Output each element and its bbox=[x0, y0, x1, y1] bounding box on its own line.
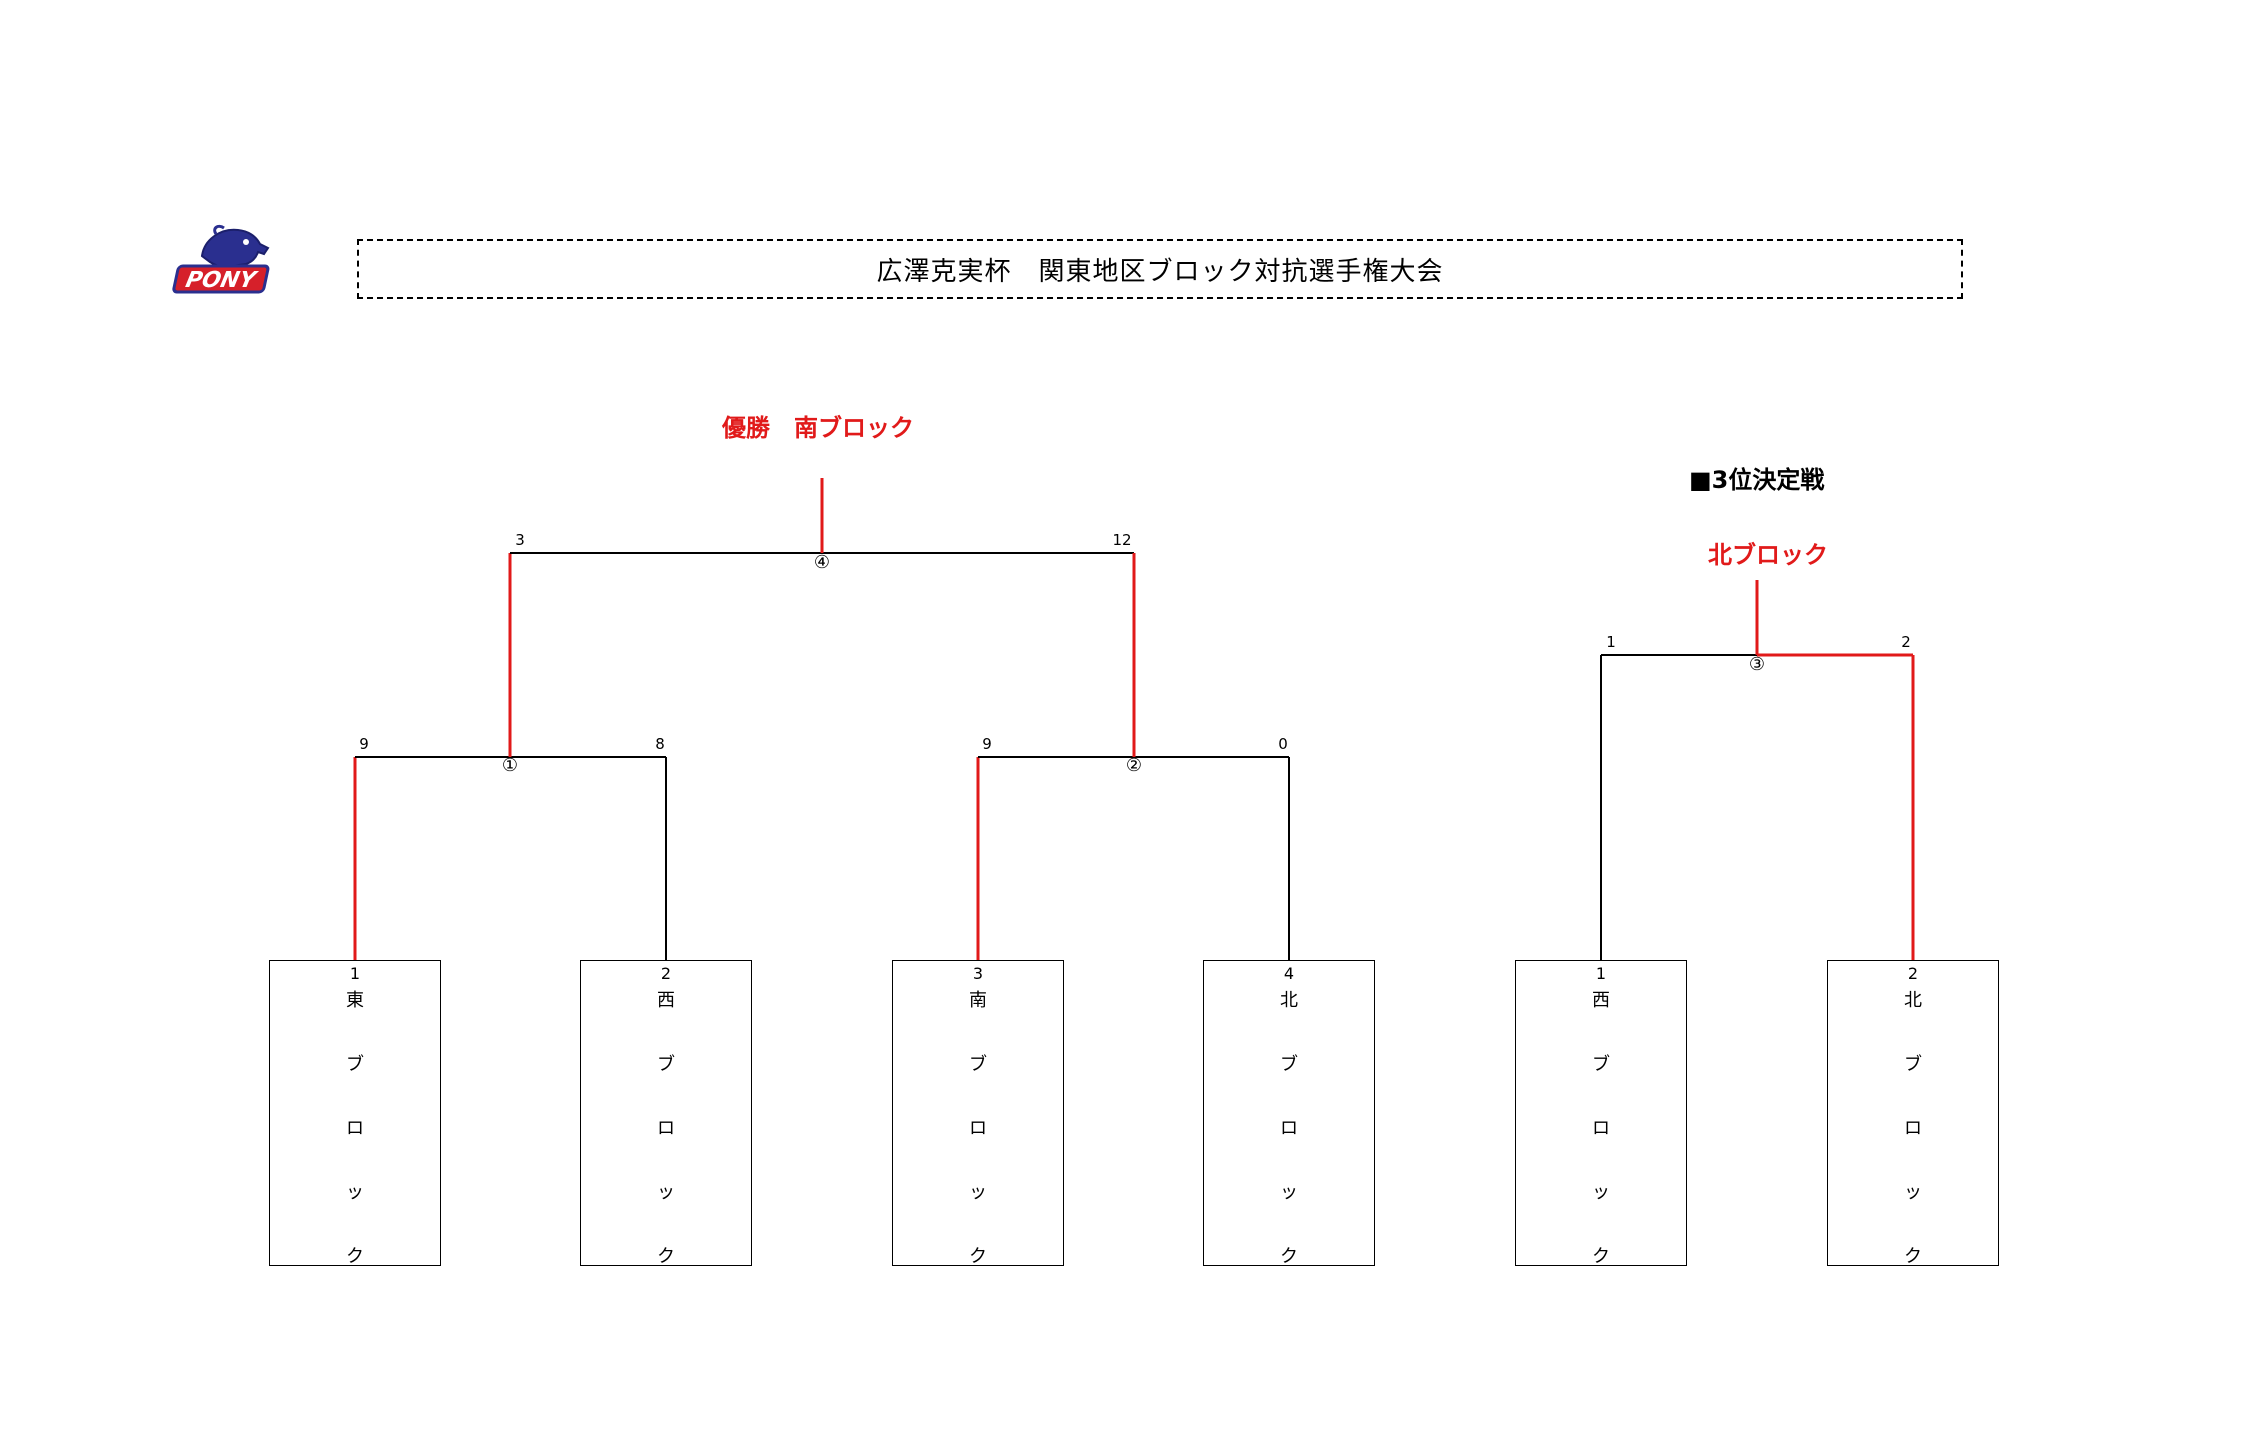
team-char: 北 bbox=[1904, 990, 1922, 1011]
team-char: ロ bbox=[969, 1118, 987, 1139]
team-char: ッ bbox=[657, 1182, 675, 1203]
m2-right-score: 0 bbox=[1278, 735, 1288, 753]
team-char: ブ bbox=[1592, 1054, 1610, 1075]
title-box: 広澤克実杯 関東地区ブロック対抗選手権大会 bbox=[357, 239, 1963, 299]
third-place-heading: ■3位決定戦 bbox=[1689, 466, 1825, 494]
team-char: ク bbox=[1904, 1246, 1922, 1267]
team-char: 南 bbox=[969, 990, 987, 1011]
m1-number: ① bbox=[502, 755, 518, 776]
team-char: ブ bbox=[1904, 1054, 1922, 1075]
team-seed: 2 bbox=[1907, 964, 1919, 983]
team-seed: 2 bbox=[660, 964, 672, 983]
team-char: ロ bbox=[346, 1118, 364, 1139]
team-char: ブ bbox=[657, 1054, 675, 1075]
team-seed: 1 bbox=[349, 964, 361, 983]
team-char: 西 bbox=[657, 990, 675, 1011]
team-char: ブ bbox=[969, 1054, 987, 1075]
team-char: 西 bbox=[1592, 990, 1610, 1011]
third-place-winner: 北ブロック bbox=[1708, 541, 1828, 569]
logo-text: PONY bbox=[183, 267, 259, 293]
team-char: 北 bbox=[1280, 990, 1298, 1011]
team-char: ッ bbox=[346, 1182, 364, 1203]
team-char: ク bbox=[969, 1246, 987, 1267]
m3-left-score: 1 bbox=[1606, 633, 1616, 651]
m4-right-score: 12 bbox=[1112, 531, 1131, 549]
tournament-title: 広澤克実杯 関東地区ブロック対抗選手権大会 bbox=[876, 256, 1444, 287]
m3-number: ③ bbox=[1749, 654, 1765, 675]
team-char: ッ bbox=[969, 1182, 987, 1203]
team-char: ッ bbox=[1280, 1182, 1298, 1203]
m1-left-score: 9 bbox=[359, 735, 369, 753]
team-seed: 4 bbox=[1283, 964, 1295, 983]
team-box-east: 1 東 ブ ロ ッ ク bbox=[269, 960, 441, 1267]
team-box-third-west: 1 西 ブ ロ ッ ク bbox=[1515, 960, 1687, 1267]
m3-right-score: 2 bbox=[1901, 633, 1911, 651]
m1-right-score: 8 bbox=[655, 735, 665, 753]
champion-label: 優勝 南ブロック bbox=[722, 414, 914, 442]
team-char: ブ bbox=[346, 1054, 364, 1075]
team-char: ッ bbox=[1904, 1182, 1922, 1203]
team-box-third-north: 2 北 ブ ロ ッ ク bbox=[1827, 960, 1999, 1267]
m2-number: ② bbox=[1126, 755, 1142, 776]
m2-left-score: 9 bbox=[982, 735, 992, 753]
team-char: ブ bbox=[1280, 1054, 1298, 1075]
team-char: ッ bbox=[1592, 1182, 1610, 1203]
team-char: ロ bbox=[1280, 1118, 1298, 1139]
m4-left-score: 3 bbox=[515, 531, 525, 549]
team-char: ク bbox=[657, 1246, 675, 1267]
team-char: ク bbox=[1592, 1246, 1610, 1267]
team-char: 東 bbox=[346, 990, 364, 1011]
team-box-west: 2 西 ブ ロ ッ ク bbox=[580, 960, 752, 1267]
team-char: ロ bbox=[657, 1118, 675, 1139]
m4-number: ④ bbox=[814, 552, 830, 573]
team-seed: 3 bbox=[972, 964, 984, 983]
team-seed: 1 bbox=[1595, 964, 1607, 983]
team-char: ロ bbox=[1592, 1118, 1610, 1139]
team-char: ク bbox=[1280, 1246, 1298, 1267]
team-box-north: 4 北 ブ ロ ッ ク bbox=[1203, 960, 1375, 1267]
team-char: ク bbox=[346, 1246, 364, 1267]
team-char: ロ bbox=[1904, 1118, 1922, 1139]
team-box-south: 3 南 ブ ロ ッ ク bbox=[892, 960, 1064, 1267]
pony-logo: PONY bbox=[172, 224, 270, 294]
